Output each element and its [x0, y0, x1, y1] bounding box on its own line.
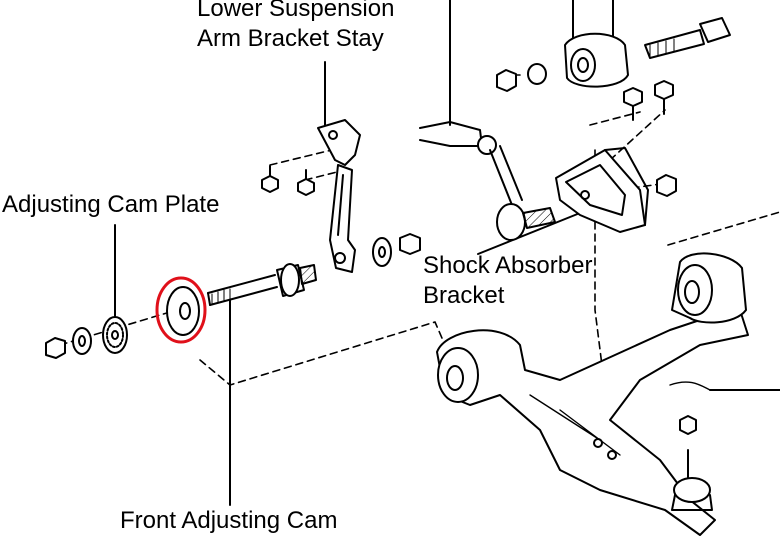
washer-right	[372, 237, 392, 267]
ball-joint	[669, 381, 780, 511]
label-lower-suspension-arm-bracket-stay-line1: Lower Suspension	[197, 0, 395, 22]
label-shock-absorber-bracket-line2: Bracket	[423, 282, 505, 309]
shock-absorber-bracket	[555, 147, 649, 233]
lower-control-arm	[436, 252, 749, 536]
stabilizer-link	[419, 0, 556, 241]
nut-left	[45, 337, 66, 359]
top-nut	[496, 69, 517, 92]
front-adjusting-cam	[166, 286, 200, 336]
nut-right	[399, 233, 421, 255]
label-adjusting-cam-plate: Adjusting Cam Plate	[2, 191, 220, 218]
dashed-line-upper-bolt	[589, 111, 641, 126]
label-front-adjusting-cam: Front Adjusting Cam	[120, 507, 338, 534]
top-washer	[527, 63, 547, 85]
label-lower-suspension-arm-bracket-stay-line2: Arm Bracket Stay	[197, 25, 384, 52]
dashed-line-stay-bolts-2	[304, 169, 346, 181]
label-shock-absorber-bracket-line1: Shock Absorber	[423, 252, 593, 279]
washer-left	[72, 327, 92, 355]
dashed-line-upper-bolt-2	[609, 109, 666, 161]
adjusting-bolt	[207, 263, 317, 306]
stay-bolts	[261, 165, 315, 196]
dashed-line-right-frame	[667, 211, 780, 246]
dashed-line-frame-lower	[199, 321, 446, 386]
small-bolts-upper	[623, 80, 674, 121]
bracket-stay-part	[317, 119, 361, 273]
leader-line-shock-bracket	[477, 212, 581, 255]
bracket-nut	[656, 174, 677, 197]
dashed-line-stay-bolts	[269, 147, 341, 166]
shock-absorber	[564, 0, 629, 88]
adjusting-cam-plate	[102, 316, 128, 354]
highlight-circle	[155, 276, 207, 344]
upper-bolt	[644, 17, 731, 59]
